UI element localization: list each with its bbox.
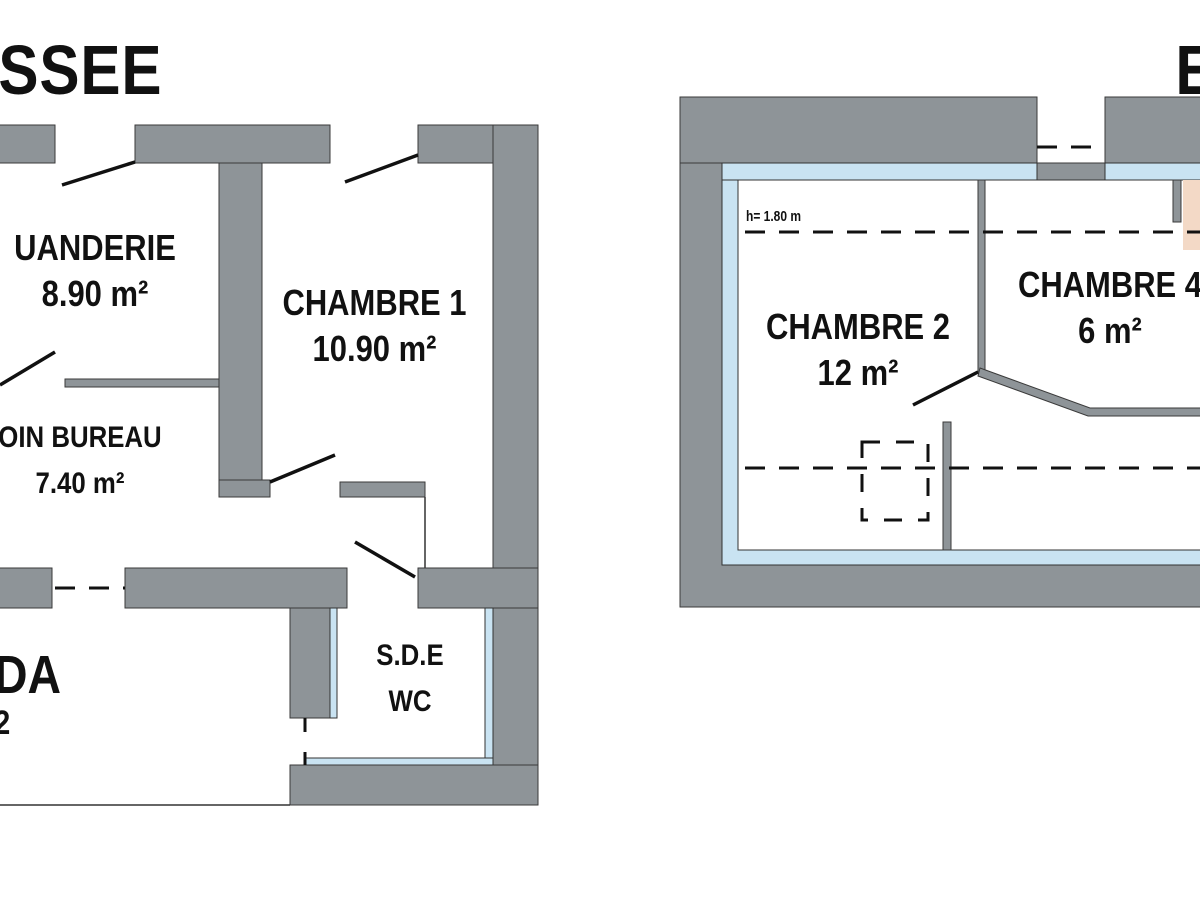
ground-floor-title: SSEE bbox=[0, 31, 163, 109]
wall bbox=[339, 481, 426, 498]
room-label: DA 2 bbox=[0, 645, 61, 741]
room-name: DA bbox=[0, 645, 62, 705]
room-area: 2 bbox=[0, 705, 61, 741]
room-area: 12 m² bbox=[817, 352, 899, 393]
wall-lining bbox=[1104, 162, 1200, 181]
room-name: UANDERIE bbox=[14, 227, 176, 268]
wall bbox=[0, 124, 56, 164]
partition bbox=[64, 378, 220, 388]
wall bbox=[417, 567, 539, 609]
partition bbox=[977, 179, 986, 373]
outer-right-wall bbox=[492, 124, 539, 806]
room-label: UANDERIE 8.90 m² bbox=[5, 225, 186, 317]
wall-lining bbox=[484, 607, 494, 766]
partition bbox=[1172, 179, 1182, 223]
room-area: 7.40 m² bbox=[35, 467, 125, 500]
wall-lining bbox=[721, 162, 1038, 181]
wall bbox=[289, 764, 539, 806]
room-name: S.D.E bbox=[376, 639, 444, 672]
room-area: 8.90 m² bbox=[41, 273, 149, 314]
room-area: 10.90 m² bbox=[312, 328, 437, 369]
wall bbox=[134, 124, 331, 164]
door-swing bbox=[354, 540, 416, 579]
door-swing bbox=[344, 153, 419, 184]
wall bbox=[0, 567, 53, 609]
ground-floor-plan bbox=[0, 124, 539, 806]
room-area: 6 m² bbox=[1078, 310, 1142, 351]
wall-lining bbox=[329, 607, 338, 719]
room-name: CHAMBRE 4 bbox=[1017, 264, 1200, 305]
upper-floor-plan bbox=[679, 96, 1200, 608]
wall-lining bbox=[304, 757, 494, 766]
height-note: h= 1.80 m bbox=[746, 208, 802, 225]
room-name: OIN BUREAU bbox=[0, 421, 162, 454]
door-swing bbox=[269, 453, 336, 484]
wall bbox=[1104, 96, 1200, 168]
partition bbox=[977, 367, 1200, 417]
door-swing bbox=[912, 370, 979, 407]
door-swing bbox=[61, 160, 136, 187]
partition bbox=[942, 421, 952, 551]
room-label: S.D.E WC bbox=[350, 633, 470, 725]
roof-window-outline bbox=[860, 440, 930, 522]
room-label: CHAMBRE 1 10.90 m² bbox=[278, 280, 472, 372]
room-label: OIN BUREAU 7.40 m² bbox=[0, 415, 170, 507]
wall bbox=[289, 607, 336, 719]
door-swing bbox=[0, 350, 56, 387]
room-label: CHAMBRE 4 6 m² bbox=[1007, 262, 1200, 354]
room-name: CHAMBRE 2 bbox=[765, 306, 951, 347]
room-name: CHAMBRE 1 bbox=[282, 282, 467, 323]
wall bbox=[218, 479, 271, 498]
stair-mark bbox=[1183, 180, 1200, 250]
upper-floor-title: E bbox=[1175, 30, 1200, 110]
interior-wall bbox=[218, 162, 263, 498]
room-area: WC bbox=[388, 685, 432, 718]
interior bbox=[737, 179, 1200, 551]
wall bbox=[679, 96, 1038, 168]
wall bbox=[124, 567, 348, 609]
room-label: CHAMBRE 2 12 m² bbox=[755, 304, 961, 396]
